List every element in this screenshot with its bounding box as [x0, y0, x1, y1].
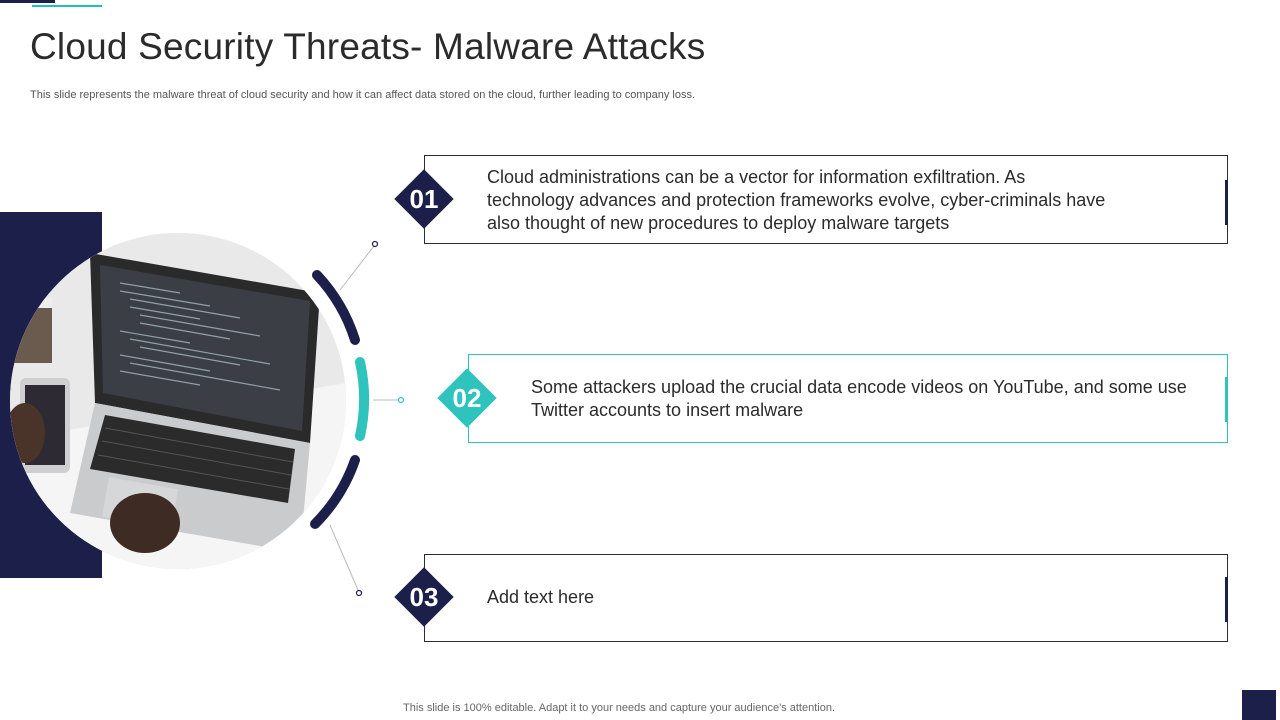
arc-middle: [355, 357, 369, 441]
laptop-photo: [10, 233, 346, 569]
item-text-2: Some attackers upload the crucial data e…: [531, 377, 1187, 420]
corner-accent-square: [1242, 690, 1276, 720]
box-edge-accent: [1225, 377, 1228, 422]
item-number-1: 01: [409, 184, 439, 214]
arc-bottom: [310, 455, 360, 529]
box-edge-accent: [1225, 180, 1228, 225]
item-box-3: Add text here: [424, 554, 1228, 642]
item-text-3: Add text here: [487, 587, 595, 607]
item-number-3: 03: [409, 582, 439, 612]
slide-subtitle: This slide represents the malware threat…: [30, 89, 696, 101]
top-accent-line-teal: [32, 5, 102, 7]
box-edge-accent: [1225, 577, 1228, 622]
item-box-2: Some attackers upload the crucial data e…: [468, 354, 1228, 443]
laptop-illustration: [10, 233, 346, 569]
item-box-1: Cloud administrations can be a vector fo…: [424, 155, 1228, 244]
footer-note: This slide is 100% editable. Adapt it to…: [403, 702, 835, 714]
item-text-1: Cloud administrations can be a vector fo…: [487, 167, 1106, 233]
item-number-2: 02: [452, 383, 482, 413]
top-accent-line: [0, 0, 55, 3]
slide-title: Cloud Security Threats- Malware Attacks: [30, 26, 706, 67]
arc-top: [312, 270, 360, 345]
